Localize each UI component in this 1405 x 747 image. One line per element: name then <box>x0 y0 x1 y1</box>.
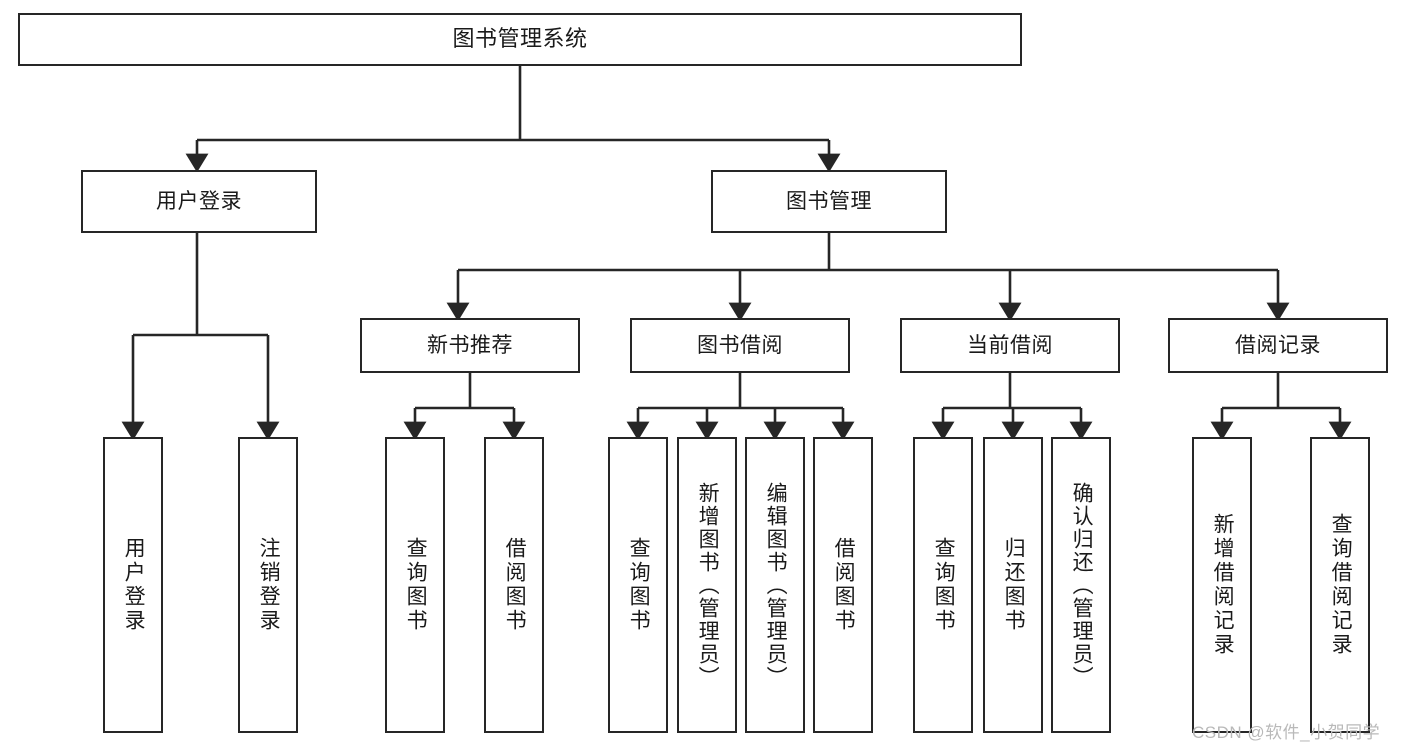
node-label: 图书借阅 <box>697 333 783 357</box>
node-label: 当前借阅 <box>967 333 1053 357</box>
node-label: 查询借阅记录 <box>1329 513 1353 657</box>
csdn-watermark: CSDN @软件_小贺同学 <box>1192 723 1381 742</box>
node-label: 用户登录 <box>156 189 242 213</box>
node-book-management[interactable]: 图书管理 <box>711 170 947 233</box>
node-label: 查询图书 <box>404 537 428 633</box>
leaf-query-book-recommend[interactable]: 查询图书 <box>385 437 445 733</box>
leaf-add-borrow-record[interactable]: 新增借阅记录 <box>1192 437 1252 733</box>
leaf-user-login[interactable]: 用户登录 <box>103 437 163 733</box>
leaf-edit-book-admin[interactable]: 编辑图书（管理员） <box>745 437 805 733</box>
node-root-system[interactable]: 图书管理系统 <box>18 13 1022 66</box>
node-new-book-recommend[interactable]: 新书推荐 <box>360 318 580 373</box>
leaf-add-book-admin[interactable]: 新增图书（管理员） <box>677 437 737 733</box>
node-borrow-records[interactable]: 借阅记录 <box>1168 318 1388 373</box>
node-label: 新增借阅记录 <box>1211 513 1235 657</box>
leaf-query-book-current[interactable]: 查询图书 <box>913 437 973 733</box>
leaf-borrow-book[interactable]: 借阅图书 <box>813 437 873 733</box>
leaf-logout[interactable]: 注销登录 <box>238 437 298 733</box>
node-label: 图书管理系统 <box>452 26 588 52</box>
node-label: 用户登录 <box>122 537 146 633</box>
node-label: 借阅图书 <box>832 537 856 633</box>
node-label: 注销登录 <box>257 537 281 633</box>
leaf-confirm-return-admin[interactable]: 确认归还（管理员） <box>1051 437 1111 733</box>
node-label: 图书管理 <box>786 189 872 213</box>
node-label: 查询图书 <box>627 537 651 633</box>
node-label: 借阅图书 <box>503 537 527 633</box>
leaf-query-borrow-record[interactable]: 查询借阅记录 <box>1310 437 1370 733</box>
node-current-borrow[interactable]: 当前借阅 <box>900 318 1120 373</box>
node-label: 编辑图书（管理员） <box>764 481 788 689</box>
leaf-borrow-book-recommend[interactable]: 借阅图书 <box>484 437 544 733</box>
node-book-borrow[interactable]: 图书借阅 <box>630 318 850 373</box>
node-label: 新书推荐 <box>427 333 513 357</box>
node-label: 确认归还（管理员） <box>1070 481 1094 689</box>
leaf-return-book[interactable]: 归还图书 <box>983 437 1043 733</box>
leaf-query-book-borrow[interactable]: 查询图书 <box>608 437 668 733</box>
node-label: 借阅记录 <box>1235 333 1321 357</box>
node-label: 查询图书 <box>932 537 956 633</box>
node-label: 归还图书 <box>1002 537 1026 633</box>
node-user-login[interactable]: 用户登录 <box>81 170 317 233</box>
node-label: 新增图书（管理员） <box>696 481 720 689</box>
